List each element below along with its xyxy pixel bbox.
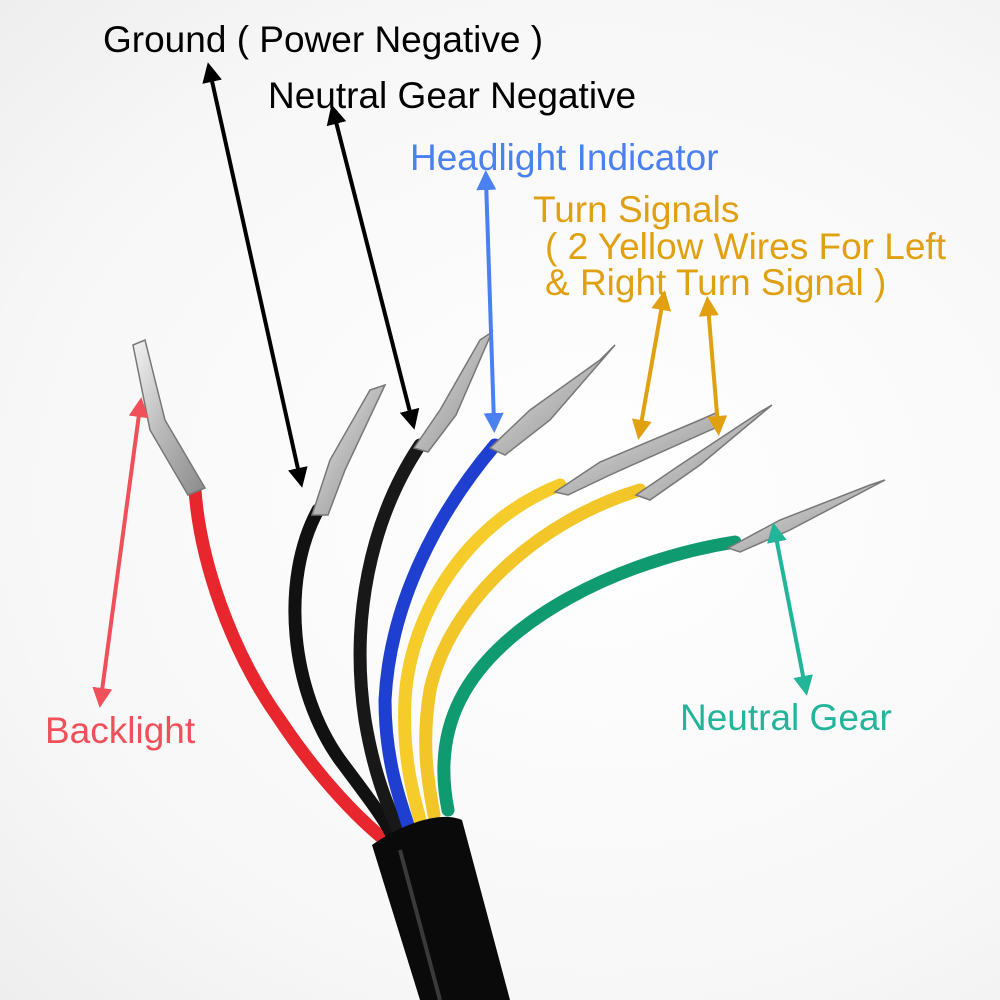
- label-backlight: Backlight: [45, 710, 196, 751]
- label-neutral-gear: Neutral Gear: [680, 697, 892, 738]
- black-wire-neutral-negative: [353, 438, 427, 837]
- yellow-wire-left: [398, 478, 567, 827]
- arrows: [92, 62, 813, 708]
- red-wire: [188, 483, 392, 847]
- label-turn-signals-line2: ( 2 Yellow Wires For Left: [545, 226, 947, 267]
- label-headlight-indicator: Headlight Indicator: [410, 137, 719, 178]
- backlight-arrow: [92, 397, 149, 708]
- neutral-gear-arrow: [767, 522, 813, 696]
- wires: [188, 438, 742, 847]
- turn-right-arrow: [698, 296, 728, 436]
- turn-left-arrow: [631, 290, 672, 440]
- blue-wire: [378, 438, 502, 832]
- ground-arrow: [202, 62, 308, 488]
- cable-sheath: [372, 816, 510, 1000]
- neutral-negative-arrow: [326, 104, 420, 430]
- headlight-arrow: [476, 170, 504, 433]
- label-turn-signals-line3: & Right Turn Signal ): [545, 262, 886, 303]
- yellow-wire-right: [419, 483, 647, 822]
- green-wire: [437, 535, 742, 817]
- label-ground: Ground ( Power Negative ): [103, 19, 543, 60]
- label-neutral-gear-negative: Neutral Gear Negative: [268, 75, 636, 116]
- black-wire-ground: [288, 503, 399, 842]
- label-turn-signals: Turn Signals: [533, 189, 739, 230]
